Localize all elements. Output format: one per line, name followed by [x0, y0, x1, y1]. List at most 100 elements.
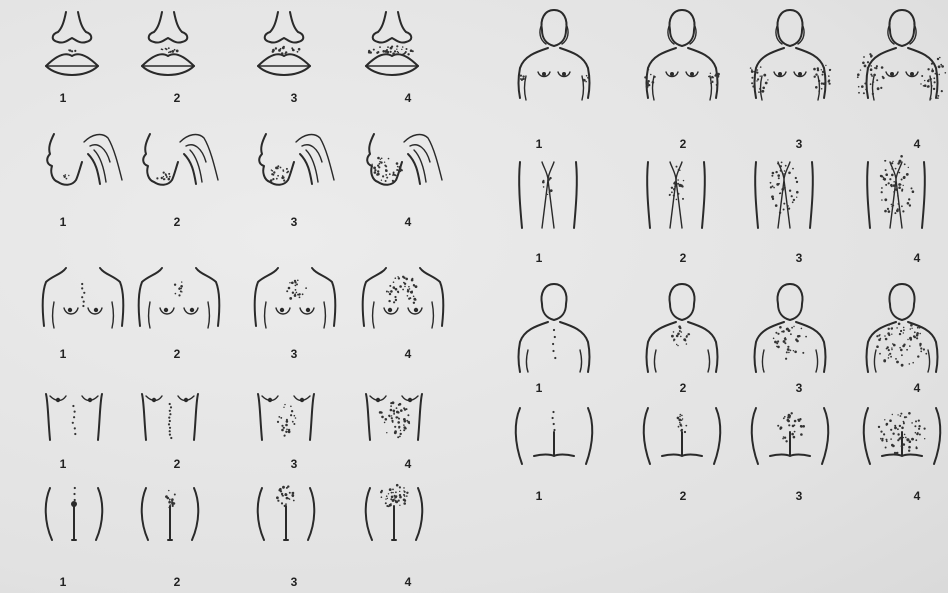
thigh-figure-1	[512, 158, 584, 232]
lower-back-figure-1	[512, 402, 596, 468]
upper-lip-score-label: 2	[170, 92, 184, 104]
upper-lip-illustration-1	[40, 8, 104, 80]
chin-score-label: 3	[287, 216, 301, 228]
chest-score-label: 4	[401, 348, 415, 360]
chest-figure-3	[252, 262, 338, 332]
upper-abdomen-illustration-2	[136, 388, 204, 446]
upper-arm-score-label: 3	[792, 138, 806, 150]
lower-back-figure-4	[860, 402, 944, 468]
upper-lip-figure-4	[360, 8, 424, 80]
thigh-figure-3	[748, 158, 820, 232]
chin-score-label: 1	[56, 216, 70, 228]
thigh-illustration-4	[860, 158, 932, 232]
lower-abdomen-illustration-1	[40, 482, 108, 546]
upper-arm-figure-2	[640, 6, 724, 100]
upper-abdomen-score-label: 4	[401, 458, 415, 470]
lower-abdomen-illustration-2	[136, 482, 204, 546]
lower-back-score-label: 1	[532, 490, 546, 502]
lower-back-illustration-3	[748, 402, 832, 468]
chin-illustration-1	[40, 128, 128, 192]
lower-abdomen-figure-1	[40, 482, 108, 546]
chin-illustration-2	[136, 128, 224, 192]
upper-arm-score-label: 4	[910, 138, 924, 150]
upper-back-figure-4	[860, 280, 944, 374]
chin-figure-1	[40, 128, 128, 192]
upper-abdomen-figure-4	[360, 388, 428, 446]
lower-abdomen-score-label: 4	[401, 576, 415, 588]
upper-arm-figure-1	[512, 6, 596, 100]
upper-arm-figure-3	[748, 6, 832, 100]
upper-back-score-label: 4	[910, 382, 924, 394]
lower-abdomen-figure-3	[252, 482, 320, 546]
thigh-score-label: 2	[676, 252, 690, 264]
chest-score-label: 2	[170, 348, 184, 360]
upper-back-illustration-1	[512, 280, 596, 374]
upper-abdomen-score-label: 2	[170, 458, 184, 470]
upper-back-figure-2	[640, 280, 724, 374]
thigh-figure-2	[640, 158, 712, 232]
lower-abdomen-score-label: 1	[56, 576, 70, 588]
upper-abdomen-figure-1	[40, 388, 108, 446]
chest-score-label: 1	[56, 348, 70, 360]
upper-back-score-label: 1	[532, 382, 546, 394]
upper-arm-score-label: 1	[532, 138, 546, 150]
lower-back-illustration-1	[512, 402, 596, 468]
lower-back-illustration-4	[860, 402, 944, 468]
upper-back-score-label: 3	[792, 382, 806, 394]
chin-figure-4	[360, 128, 448, 192]
chest-illustration-1	[40, 262, 126, 332]
upper-abdomen-score-label: 3	[287, 458, 301, 470]
lower-abdomen-figure-2	[136, 482, 204, 546]
chest-figure-2	[136, 262, 222, 332]
lower-abdomen-illustration-3	[252, 482, 320, 546]
chest-score-label: 3	[287, 348, 301, 360]
upper-arm-illustration-2	[640, 6, 724, 100]
upper-abdomen-illustration-4	[360, 388, 428, 446]
upper-back-figure-1	[512, 280, 596, 374]
upper-lip-illustration-4	[360, 8, 424, 80]
chin-illustration-4	[360, 128, 448, 192]
chin-score-label: 4	[401, 216, 415, 228]
upper-arm-illustration-4	[860, 6, 944, 100]
upper-abdomen-illustration-1	[40, 388, 108, 446]
chin-score-label: 2	[170, 216, 184, 228]
upper-arm-score-label: 2	[676, 138, 690, 150]
thigh-score-label: 4	[910, 252, 924, 264]
upper-arm-illustration-3	[748, 6, 832, 100]
thigh-score-label: 3	[792, 252, 806, 264]
lower-abdomen-score-label: 3	[287, 576, 301, 588]
upper-back-illustration-4	[860, 280, 944, 374]
upper-lip-score-label: 4	[401, 92, 415, 104]
upper-lip-figure-3	[252, 8, 316, 80]
upper-abdomen-score-label: 1	[56, 458, 70, 470]
upper-back-illustration-3	[748, 280, 832, 374]
thigh-score-label: 1	[532, 252, 546, 264]
upper-arm-illustration-1	[512, 6, 596, 100]
chin-figure-3	[252, 128, 340, 192]
upper-lip-figure-2	[136, 8, 200, 80]
upper-arm-figure-4	[860, 6, 944, 100]
thigh-illustration-1	[512, 158, 584, 232]
upper-back-score-label: 2	[676, 382, 690, 394]
upper-lip-score-label: 1	[56, 92, 70, 104]
chin-figure-2	[136, 128, 224, 192]
lower-back-illustration-2	[640, 402, 724, 468]
lower-back-score-label: 2	[676, 490, 690, 502]
upper-abdomen-figure-2	[136, 388, 204, 446]
upper-lip-score-label: 3	[287, 92, 301, 104]
chest-illustration-2	[136, 262, 222, 332]
upper-lip-figure-1	[40, 8, 104, 80]
thigh-illustration-3	[748, 158, 820, 232]
thigh-illustration-2	[640, 158, 712, 232]
upper-back-illustration-2	[640, 280, 724, 374]
chest-illustration-3	[252, 262, 338, 332]
lower-abdomen-illustration-4	[360, 482, 428, 546]
upper-lip-illustration-3	[252, 8, 316, 80]
upper-abdomen-figure-3	[252, 388, 320, 446]
upper-back-figure-3	[748, 280, 832, 374]
chest-illustration-4	[360, 262, 446, 332]
lower-back-score-label: 3	[792, 490, 806, 502]
chest-figure-1	[40, 262, 126, 332]
